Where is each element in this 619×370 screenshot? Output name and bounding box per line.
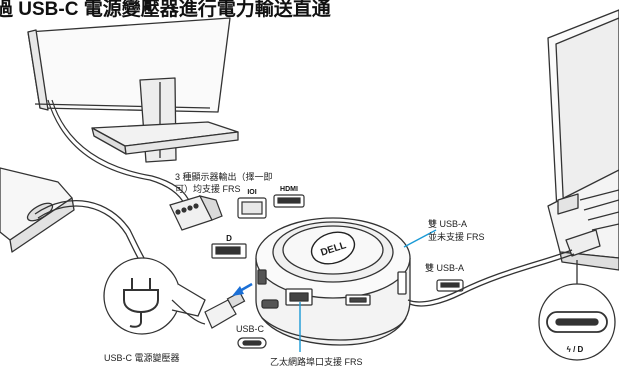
callout-lines <box>299 229 437 352</box>
usbc-cable-plug <box>171 291 246 329</box>
hdmi-port-icon <box>273 194 305 208</box>
vga-logo-text: IOI <box>247 189 256 196</box>
usbc-port-label: USB-C <box>236 324 265 334</box>
power-brick <box>0 167 176 305</box>
monitor <box>27 17 239 206</box>
laptop-port-marks: ϟ / D <box>567 345 584 354</box>
power-adapter-label: USB-C 電源變壓器 <box>104 353 180 363</box>
usbc-port-icon <box>237 337 267 349</box>
dual-usba-right-label: 雙 USB-A <box>425 263 465 273</box>
dell-logo: DELL <box>310 231 356 265</box>
vga-cable-plug <box>169 195 223 231</box>
diagram-title: 過 USB-C 電源變壓器進行電力輸送直通 <box>0 0 331 20</box>
ethernet-label: 乙太網路埠口支援 FRS <box>270 357 363 367</box>
vga-port-icon <box>237 197 267 219</box>
displayport-port-icon <box>211 243 247 259</box>
displayport-logo-text: D <box>226 234 232 243</box>
dual-usba-label-line1: 雙 USB-A <box>428 219 468 229</box>
display-out-label-line1: 3 種顯示器輸出（擇一即 <box>175 172 273 182</box>
dual-usba-label-line2: 並未支援 FRS <box>428 232 485 242</box>
usba-port-icon-right <box>436 279 464 292</box>
insert-arrow <box>232 282 253 296</box>
power-plug-magnifier <box>103 257 206 335</box>
display-out-label-line2: 可）均支援 FRS <box>175 184 241 194</box>
laptop-port-magnifier <box>538 260 616 361</box>
hdmi-logo-text: HDMI <box>280 186 298 193</box>
laptop <box>407 9 619 307</box>
